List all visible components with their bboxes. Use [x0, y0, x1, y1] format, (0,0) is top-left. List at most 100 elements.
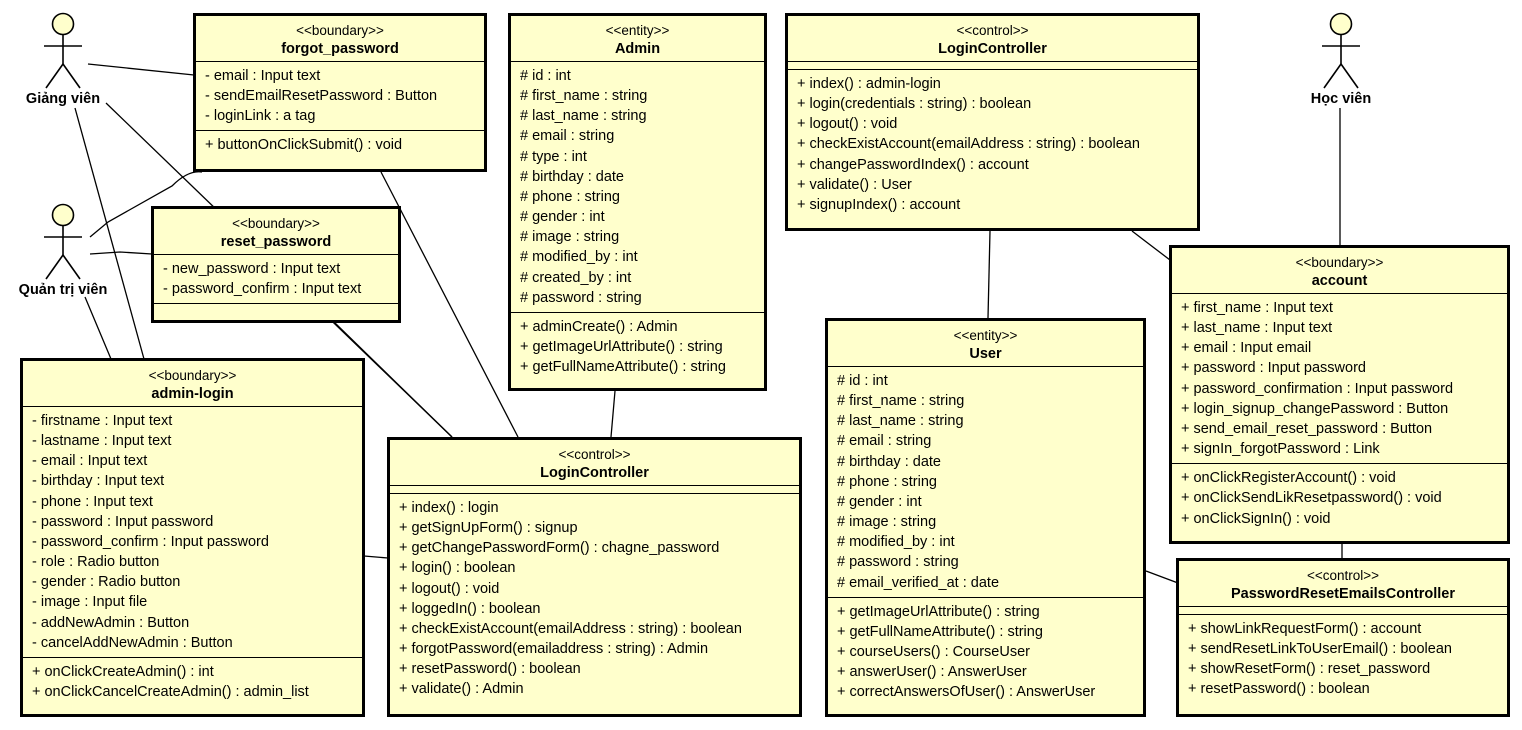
attribute-row: + last_name : Input text: [1181, 320, 1333, 337]
operation-row: + loggedIn() : boolean: [399, 600, 541, 617]
operation-row: + onClickSendLikResetpassword() : void: [1181, 490, 1442, 507]
assoc-quantri-adminlogin: [84, 296, 112, 360]
operation-row: + index() : admin-login: [797, 76, 941, 92]
operation-row: + index() : login: [399, 500, 499, 516]
class-operations: + showLinkRequestForm() : account+ sendR…: [1179, 615, 1507, 704]
class-operations: [154, 304, 398, 311]
class-attributes: - new_password : Input text- password_co…: [154, 255, 398, 305]
actor-giang-vien: Giảng viên: [8, 12, 118, 107]
attribute-row: - password_confirm : Input password: [32, 533, 269, 550]
assoc-toploginctrl-account: [1131, 230, 1171, 261]
class-operations: + getImageUrlAttribute() : string+ getFu…: [828, 598, 1143, 707]
class-name: Admin: [614, 41, 661, 57]
operation-row: + getChangePasswordForm() : chagne_passw…: [399, 540, 720, 557]
operation-row: + onClickCancelCreateAdmin() : admin_lis…: [32, 684, 309, 701]
attribute-row: # gender : int: [837, 493, 922, 510]
operation-row: + getFullNameAttribute() : string: [520, 359, 726, 376]
assoc-toploginctrl-user: [987, 230, 991, 319]
class-attributes: + first_name : Input text + last_name : I…: [1172, 294, 1507, 465]
operation-row: + forgotPassword(emailaddress : string) …: [399, 641, 709, 658]
class-operations: + buttonOnClickSubmit() : void: [196, 131, 484, 159]
operation-row: + login() : boolean: [399, 560, 516, 577]
assoc-reset-loginctrl: [334, 322, 453, 438]
class-name: account: [1311, 273, 1368, 289]
class-header: <<boundary>> admin-login: [23, 361, 362, 407]
class-attributes: # id : int # first_name : string # last_na…: [828, 367, 1143, 598]
class-stereotype: <<boundary>>: [1295, 255, 1384, 270]
attribute-row: + signIn_forgotPassword : Link: [1181, 441, 1380, 458]
attribute-row: - lastname : Input text: [32, 433, 172, 450]
class-reset-password: <<boundary>>reset_password- new_password…: [151, 206, 401, 323]
attribute-row: - addNewAdmin : Button: [32, 614, 190, 631]
attribute-row: - password_confirm : Input text: [163, 281, 362, 298]
attribute-row: # id : int: [837, 373, 888, 389]
attribute-row: - firstname : Input text: [32, 413, 173, 429]
actor-label: Giảng viên: [25, 91, 101, 107]
class-header: <<boundary>> account: [1172, 248, 1507, 294]
operation-row: + sendResetLinkToUserEmail() : boolean: [1188, 641, 1452, 658]
operation-row: + onClickRegisterAccount() : void: [1181, 470, 1396, 487]
attribute-row: # birthday : date: [837, 453, 941, 470]
attribute-row: - phone : Input text: [32, 493, 153, 510]
attribute-row: + send_email_reset_password : Button: [1181, 420, 1433, 437]
attribute-row: # id : int: [520, 68, 571, 84]
operation-row: + checkExistAccount(emailAddress : strin…: [797, 136, 1140, 153]
class-name: forgot_password: [281, 41, 399, 57]
attribute-row: # gender : int: [520, 209, 605, 226]
class-stereotype: <<boundary>>: [232, 216, 320, 231]
operation-row: + onClickCreateAdmin() : int: [32, 663, 214, 680]
class-operations: + adminCreate() : Admin + getImageUrlAttr…: [511, 313, 764, 381]
class-stereotype: <<boundary>>: [148, 368, 237, 383]
attribute-row: # email : string: [837, 433, 932, 450]
class-header: <<control>>LoginController: [788, 16, 1197, 62]
operation-row: + adminCreate() : Admin: [520, 318, 678, 335]
class-attributes: - email : Input text- sendEmailResetPass…: [196, 62, 484, 132]
attribute-row: # last_name : string: [837, 413, 964, 430]
attribute-row: # image : string: [520, 229, 620, 246]
class-operations: + index() : login+ getSignUpForm() : sig…: [390, 494, 799, 704]
operation-row: + courseUsers() : CourseUser: [837, 644, 1030, 661]
class-operations: + onClickRegisterAccount() : void + onCli…: [1172, 464, 1507, 532]
attribute-row: - password : Input password: [32, 513, 214, 530]
attribute-row: # password : string: [520, 289, 642, 306]
attribute-row: + first_name : Input text: [1181, 300, 1333, 316]
attribute-row: - cancelAddNewAdmin : Button: [32, 634, 233, 651]
class-stereotype: <<entity>>: [953, 328, 1018, 343]
class-attributes: [1179, 607, 1507, 615]
operation-row: + validate() : Admin: [399, 681, 524, 698]
operation-row: + answerUser() : AnswerUser: [837, 664, 1027, 681]
class-forgot-password: <<boundary>>forgot_password- email : Inp…: [193, 13, 487, 172]
attribute-row: - birthday : Input text: [32, 473, 165, 490]
operation-row: + buttonOnClickSubmit() : void: [205, 137, 403, 154]
attribute-row: - gender : Radio button: [32, 574, 181, 591]
attribute-row: - loginLink : a tag: [205, 108, 316, 125]
class-login-controller-top: <<control>>LoginController + index() : ad…: [785, 13, 1200, 231]
assoc-forgot-loginctrl: [380, 171, 519, 438]
operation-row: + changePasswordIndex() : account: [797, 156, 1029, 173]
attribute-row: + email : Input email: [1181, 340, 1312, 357]
class-attributes: [788, 62, 1197, 70]
attribute-row: - email : Input text: [205, 68, 321, 84]
attribute-row: + password : Input password: [1181, 360, 1366, 377]
class-name: LoginController: [540, 465, 649, 481]
class-name: User: [969, 346, 1002, 362]
class-header: <<entity>> Admin: [511, 16, 764, 62]
actor-quan-tri-vien: Quản trị viên: [8, 203, 118, 298]
attribute-row: # email : string: [520, 128, 615, 145]
attribute-row: # first_name : string: [837, 393, 965, 410]
attribute-row: + password_confirmation : Input password: [1181, 380, 1454, 397]
actor-stick-figure-icon: [44, 203, 82, 280]
operation-row: + login(credentials : string) : boolean: [797, 96, 1032, 113]
operation-row: + resetPassword() : boolean: [1188, 681, 1370, 698]
class-attributes: # id : int# first_name : string# last_na…: [511, 62, 764, 313]
attribute-row: - role : Radio button: [32, 554, 160, 571]
class-attributes: - firstname : Input text - lastname : Inp…: [23, 407, 362, 658]
attribute-row: - email : Input text: [32, 453, 148, 470]
attribute-row: # last_name : string: [520, 108, 647, 125]
actor-stick-figure-icon: [44, 12, 82, 89]
class-name: admin-login: [151, 386, 234, 402]
class-stereotype: <<entity>>: [605, 23, 670, 38]
operation-row: + getImageUrlAttribute() : string: [520, 339, 723, 356]
actor-label: Học viên: [1310, 91, 1372, 107]
